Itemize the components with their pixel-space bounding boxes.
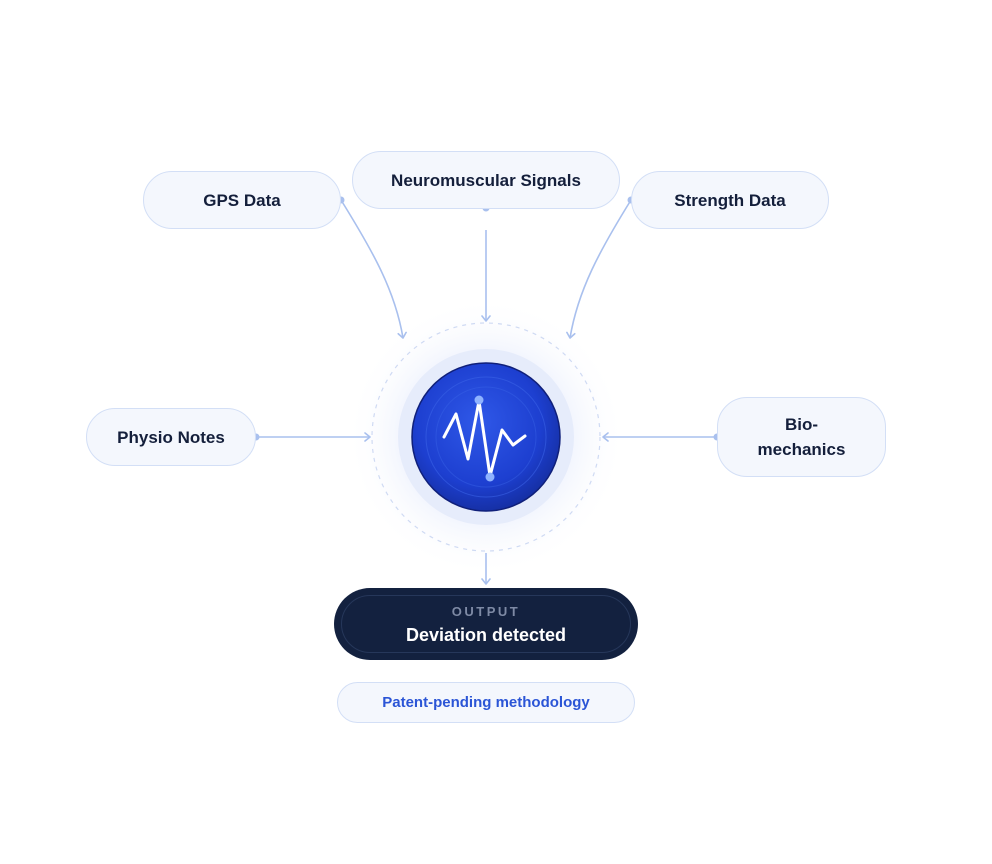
source-neuromuscular-label: Neuromuscular Signals (391, 170, 581, 190)
source-physio-label: Physio Notes (117, 427, 225, 447)
source-strength-label: Strength Data (674, 190, 786, 210)
core-dashed-ring (371, 322, 601, 552)
output-value: Deviation detected (405, 625, 567, 645)
connector-gps (340, 199, 407, 339)
source-biomechanics-label-line1: Bio- (784, 415, 819, 434)
waveform-icon (442, 395, 527, 482)
source-gps-label: GPS Data (203, 190, 281, 210)
source-gps-data: GPS Data (143, 171, 341, 229)
connector-strength (566, 199, 632, 339)
core-inner-ring (425, 376, 547, 498)
output-label: OUTPUT (451, 604, 521, 619)
output-card: OUTPUT Deviation detected (334, 588, 638, 660)
patent-badge: Patent-pending methodology (337, 682, 635, 723)
core-node (411, 362, 561, 512)
source-neuromuscular-signals: Neuromuscular Signals (352, 151, 620, 209)
core-inner-ring-small (435, 386, 537, 488)
output-card-inner-border (341, 595, 631, 653)
source-strength-data: Strength Data (631, 171, 829, 229)
patent-badge-text: Patent-pending methodology (382, 694, 590, 711)
source-biomechanics-label-line2: mechanics (757, 440, 846, 459)
source-biomechanics: Bio- mechanics (717, 397, 886, 477)
source-physio-notes: Physio Notes (86, 408, 256, 466)
